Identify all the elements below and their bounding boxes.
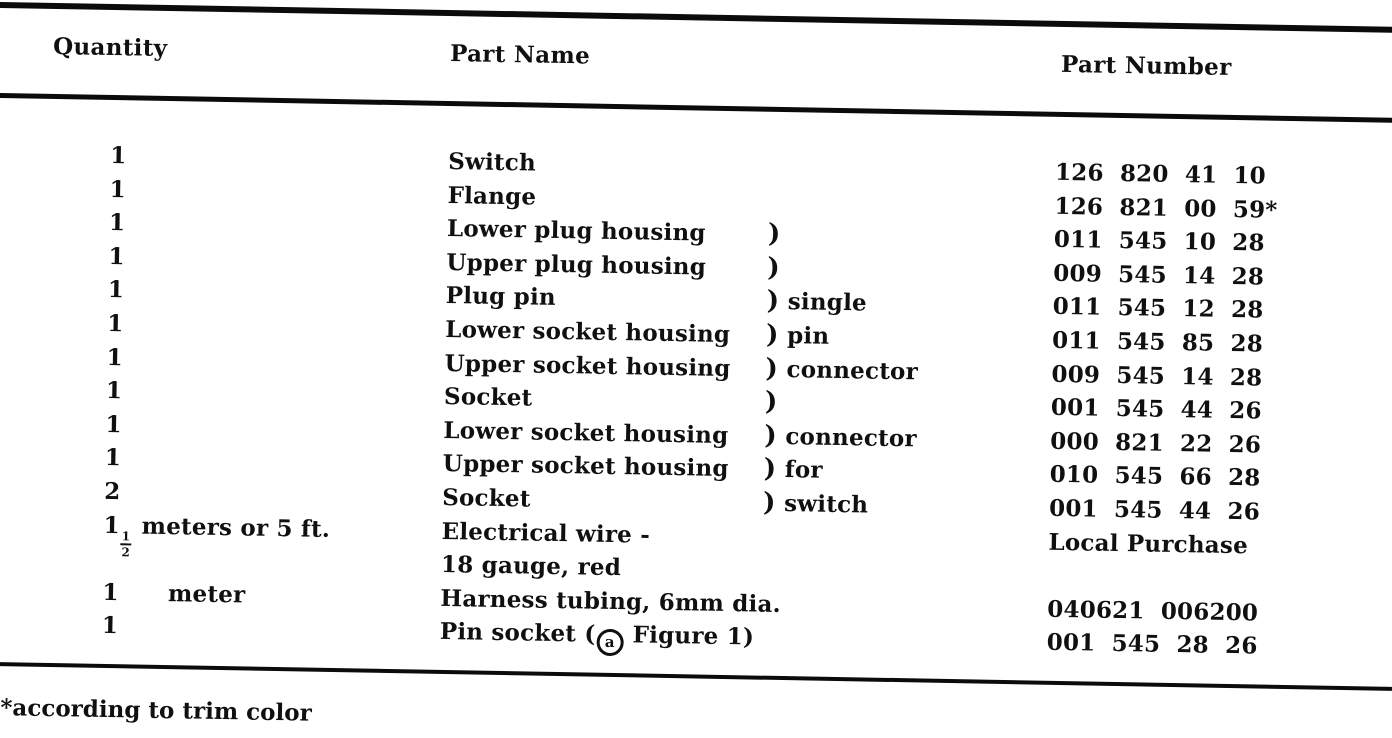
- quantity-cell: 2: [104, 477, 121, 506]
- group-note-cell: connector: [785, 422, 917, 453]
- group-note-cell: single: [787, 288, 868, 317]
- footnote-according-to-trim-color: *according to trim color: [0, 694, 312, 727]
- column-header-part-name: Part Name: [449, 40, 591, 70]
- part-number-cell: Local Purchase: [1048, 528, 1249, 559]
- part-name-cell: Pin socket (a Figure 1): [439, 618, 754, 659]
- table-bottom-rule: [0, 661, 1392, 691]
- part-name-cell: 18 gauge, red: [440, 551, 622, 582]
- part-name-cell: Switch: [447, 148, 537, 177]
- part-number-cell: 040621 006200: [1047, 595, 1259, 627]
- bracket-cell: ): [765, 353, 779, 384]
- bracket-cell: ): [765, 319, 779, 350]
- group-note-cell: connector: [786, 355, 919, 385]
- part-number-cell: 126 821 00 59*: [1054, 192, 1278, 224]
- bracket-cell: ): [767, 252, 781, 283]
- part-number-cell: 001 545 44 26: [1048, 494, 1261, 526]
- quantity-cell: 1: [108, 209, 126, 237]
- quantity-cell: 1: [101, 612, 119, 640]
- quantity-cell: 1: [110, 141, 127, 170]
- quantity-cell: 1 meter: [102, 578, 246, 609]
- quantity-cell: 1: [105, 410, 122, 438]
- part-name-cell: Socket: [441, 483, 531, 513]
- bracket-cell: ): [763, 454, 777, 485]
- part-name-cell: Upper socket housing: [442, 450, 729, 483]
- part-name-cell: Harness tubing, 6mm dia.: [440, 584, 782, 618]
- table-header-rule: [0, 92, 1392, 123]
- part-name-cell: Lower socket housing: [443, 416, 729, 449]
- part-name-cell: Upper socket housing: [444, 349, 731, 382]
- part-number-cell: 011 545 10 28: [1053, 225, 1265, 257]
- group-note-cell: switch: [783, 489, 869, 519]
- part-number-cell: 126 820 41 10: [1054, 158, 1267, 190]
- part-name-cell: Upper plug housing: [446, 248, 707, 281]
- bracket-cell: ): [762, 487, 776, 518]
- column-header-quantity: Quantity: [52, 32, 168, 62]
- table-top-rule: [0, 1, 1392, 33]
- part-name-cell: Lower plug housing: [446, 215, 706, 247]
- group-note-cell: pin: [786, 322, 830, 350]
- bracket-cell: ): [766, 286, 780, 317]
- quantity-cell: 1: [106, 343, 124, 371]
- quantity-cell: 1: [109, 175, 127, 203]
- group-note-cell: for: [784, 456, 823, 485]
- part-number-cell: 011 545 85 28: [1051, 326, 1264, 358]
- quantity-cell: 1: [107, 276, 125, 304]
- part-number-cell: 009 545 14 28: [1051, 360, 1263, 392]
- part-number-cell: 000 821 22 26: [1050, 427, 1262, 459]
- part-name-cell: Electrical wire -: [441, 517, 651, 549]
- part-name-cell: Lower socket housing: [444, 315, 731, 349]
- part-number-cell: 009 545 14 28: [1053, 259, 1265, 291]
- part-number-cell: 011 545 12 28: [1052, 293, 1264, 324]
- part-number-cell: 001 545 44 26: [1050, 393, 1262, 425]
- part-name-cell: Flange: [447, 181, 537, 211]
- part-number-cell: 001 545 28 26: [1046, 629, 1258, 660]
- part-number-cell: 010 545 66 28: [1049, 461, 1261, 492]
- part-name-cell: Plug pin: [445, 282, 557, 312]
- circled-a-callout: a: [596, 629, 624, 657]
- quantity-cell: 1: [104, 444, 122, 472]
- bracket-cell: ): [767, 218, 781, 250]
- bracket-cell: ): [764, 386, 778, 418]
- part-name-cell: Socket: [443, 383, 533, 412]
- column-header-part-number: Part Number: [1060, 50, 1232, 81]
- quantity-cell: 1: [107, 309, 124, 338]
- quantity-cell: 1: [108, 242, 125, 271]
- quantity-cell: 1: [105, 377, 123, 405]
- bracket-cell: ): [764, 420, 778, 451]
